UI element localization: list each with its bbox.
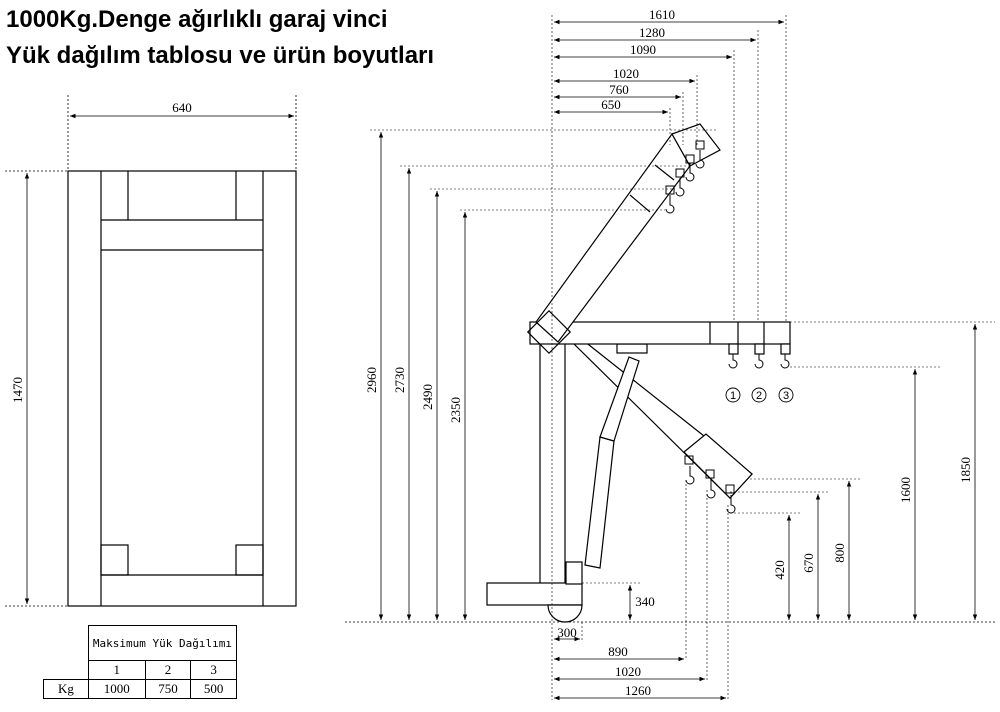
dim-890: 890 (608, 644, 628, 659)
base-view (67, 170, 297, 607)
diagram-title: 1000Kg.Denge ağırlıklı garaj vinci (6, 6, 388, 33)
lower-boom (559, 321, 753, 499)
base-length-label: 1470 (10, 377, 25, 403)
dim-2730: 2730 (392, 367, 407, 393)
table-row-label: Kg (43, 679, 89, 699)
horizontal-boom (529, 321, 791, 355)
hydraulic-cylinder (584, 343, 648, 569)
dim-1090: 1090 (630, 42, 656, 57)
dim-1850: 1850 (958, 457, 973, 483)
base-width-label: 640 (172, 100, 192, 115)
table-col-2: 2 (144, 660, 192, 680)
table-header: Maksimum Yük Dağılımı (87, 625, 237, 661)
dim-1610: 1610 (649, 7, 675, 22)
crane-mast (486, 339, 583, 623)
position-markers (725, 387, 794, 403)
load-distribution-table: Maksimum Yük Dağılımı 1 2 3 Kg 1000 750 … (43, 625, 237, 699)
dim-1020-bottom: 1020 (615, 664, 641, 679)
reference-lines (370, 15, 995, 700)
hooks (665, 140, 790, 514)
dim-650: 650 (601, 97, 621, 112)
pivot-joint (526, 309, 572, 355)
position-2-label: 2 (756, 390, 762, 402)
dim-1600: 1600 (898, 477, 913, 503)
base-dimensions (5, 95, 297, 607)
dim-2350: 2350 (448, 397, 463, 423)
table-value-2: 750 (144, 679, 192, 699)
dim-420: 420 (772, 560, 787, 580)
position-3-label: 3 (783, 390, 789, 402)
table-col-3: 3 (190, 660, 237, 680)
dimension-arrows (378, 19, 978, 701)
dim-340: 340 (635, 594, 655, 609)
table-value-1: 1000 (87, 679, 146, 699)
dim-1280: 1280 (639, 25, 665, 40)
position-1-label: 1 (730, 390, 736, 402)
dim-2490: 2490 (420, 384, 435, 410)
dim-800: 800 (832, 543, 847, 563)
table-col-1: 1 (87, 660, 146, 680)
dim-1260: 1260 (625, 683, 651, 698)
dim-1020: 1020 (613, 66, 639, 81)
dim-2960: 2960 (364, 367, 379, 393)
dim-300: 300 (557, 625, 577, 640)
dim-670: 670 (801, 553, 816, 573)
dim-760: 760 (609, 82, 629, 97)
diagram-subtitle: Yük dağılım tablosu ve ürün boyutları (6, 42, 435, 69)
table-value-3: 500 (190, 679, 237, 699)
raised-boom (535, 123, 721, 343)
